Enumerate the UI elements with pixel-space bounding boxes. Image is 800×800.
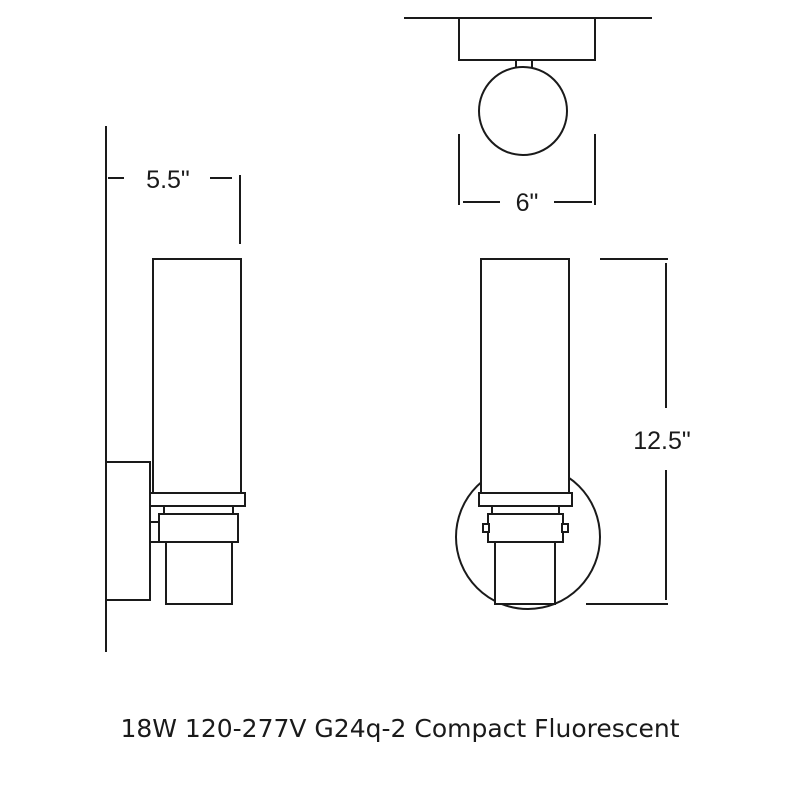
front-view: 12.5" <box>455 258 691 610</box>
side-wall-plate <box>105 461 151 601</box>
width-dimension-label: 6" <box>516 189 539 217</box>
top-glass-circle <box>478 66 568 156</box>
top-view: 6" <box>404 17 652 217</box>
side-neck <box>163 505 234 515</box>
side-socket-housing <box>165 541 233 605</box>
top-wall-plate <box>458 17 596 61</box>
height-dimension-label: 12.5" <box>633 427 691 455</box>
side-collar-ring <box>149 492 246 507</box>
depth-dimension-label: 5.5" <box>146 166 190 194</box>
front-screw-right <box>561 523 569 533</box>
front-neck <box>491 505 560 515</box>
side-socket-band <box>158 513 239 543</box>
lamp-spec-caption: 18W 120-277V G24q-2 Compact Fluorescent <box>120 714 680 743</box>
side-glass-cylinder <box>152 258 242 494</box>
front-screw-left <box>482 523 490 533</box>
front-socket-housing <box>494 541 556 605</box>
front-glass-cylinder <box>480 258 570 494</box>
side-view: 5.5" <box>105 126 246 652</box>
front-collar-ring <box>478 492 573 507</box>
front-socket-band <box>487 513 564 543</box>
